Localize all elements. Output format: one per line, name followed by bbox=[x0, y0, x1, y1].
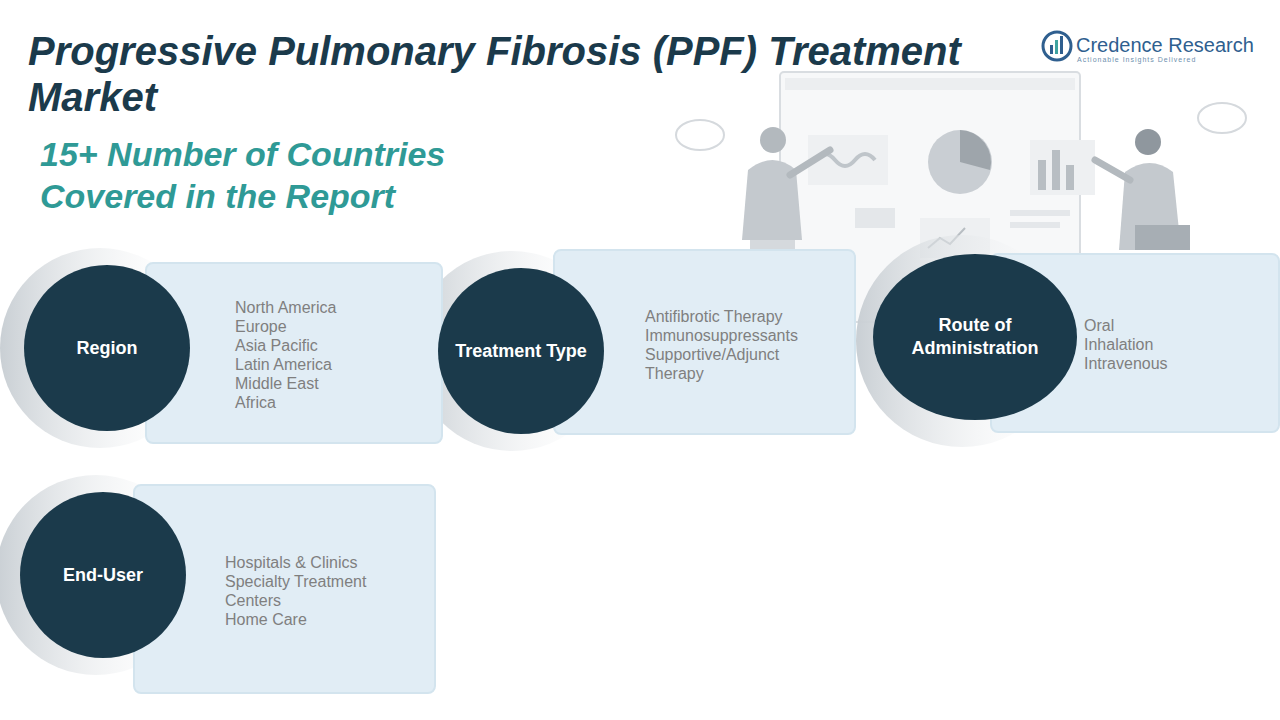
circle-text-group: End-User bbox=[63, 564, 143, 587]
segment-list: OralInhalationIntravenous bbox=[1084, 316, 1264, 373]
category-heading: End-User bbox=[63, 564, 143, 587]
segment-item: Latin America bbox=[235, 355, 435, 374]
segment-item: Supportive/Adjunct Therapy bbox=[645, 345, 825, 383]
category-circle: Region bbox=[24, 265, 190, 431]
circle-text-group: Treatment Type bbox=[455, 340, 587, 363]
category-heading: Treatment Type bbox=[455, 340, 587, 363]
segment-item: Africa bbox=[235, 393, 435, 412]
category-heading: Region bbox=[77, 337, 138, 360]
segment-list: Hospitals & ClinicsSpecialty Treatment C… bbox=[225, 553, 395, 629]
category-circle: Route of Administration bbox=[873, 254, 1077, 420]
segment-list: North AmericaEuropeAsia PacificLatin Ame… bbox=[235, 298, 435, 412]
segment-item: Antifibrotic Therapy bbox=[645, 307, 825, 326]
segment-item: Oral bbox=[1084, 316, 1264, 335]
segment-item: Immunosuppressants bbox=[645, 326, 825, 345]
subtitle: 15+ Number of Countries Covered in the R… bbox=[40, 133, 520, 217]
category-heading: Route of Administration bbox=[883, 314, 1067, 360]
segment-item: Home Care bbox=[225, 610, 395, 629]
segment-item: Hospitals & Clinics bbox=[225, 553, 395, 572]
category-circle: End-User bbox=[20, 492, 186, 658]
circle-text-group: Route of Administration bbox=[883, 314, 1067, 360]
circle-text-group: Region bbox=[77, 337, 138, 360]
segment-item: Asia Pacific bbox=[235, 336, 435, 355]
logo-tagline: Actionable Insights Delivered bbox=[1077, 56, 1196, 64]
category-circle: Treatment Type bbox=[438, 268, 604, 434]
segment-item: Intravenous bbox=[1084, 354, 1264, 373]
segment-item: Middle East bbox=[235, 374, 435, 393]
title: Progressive Pulmonary Fibrosis (PPF) Tre… bbox=[28, 28, 1028, 120]
logo-name: Credence Research bbox=[1076, 33, 1254, 57]
segment-item: North America bbox=[235, 298, 435, 317]
segment-list: Antifibrotic TherapyImmunosuppressantsSu… bbox=[645, 307, 825, 383]
segment-item: Inhalation bbox=[1084, 335, 1264, 354]
segment-item: Specialty Treatment Centers bbox=[225, 572, 395, 610]
segment-item: Europe bbox=[235, 317, 435, 336]
